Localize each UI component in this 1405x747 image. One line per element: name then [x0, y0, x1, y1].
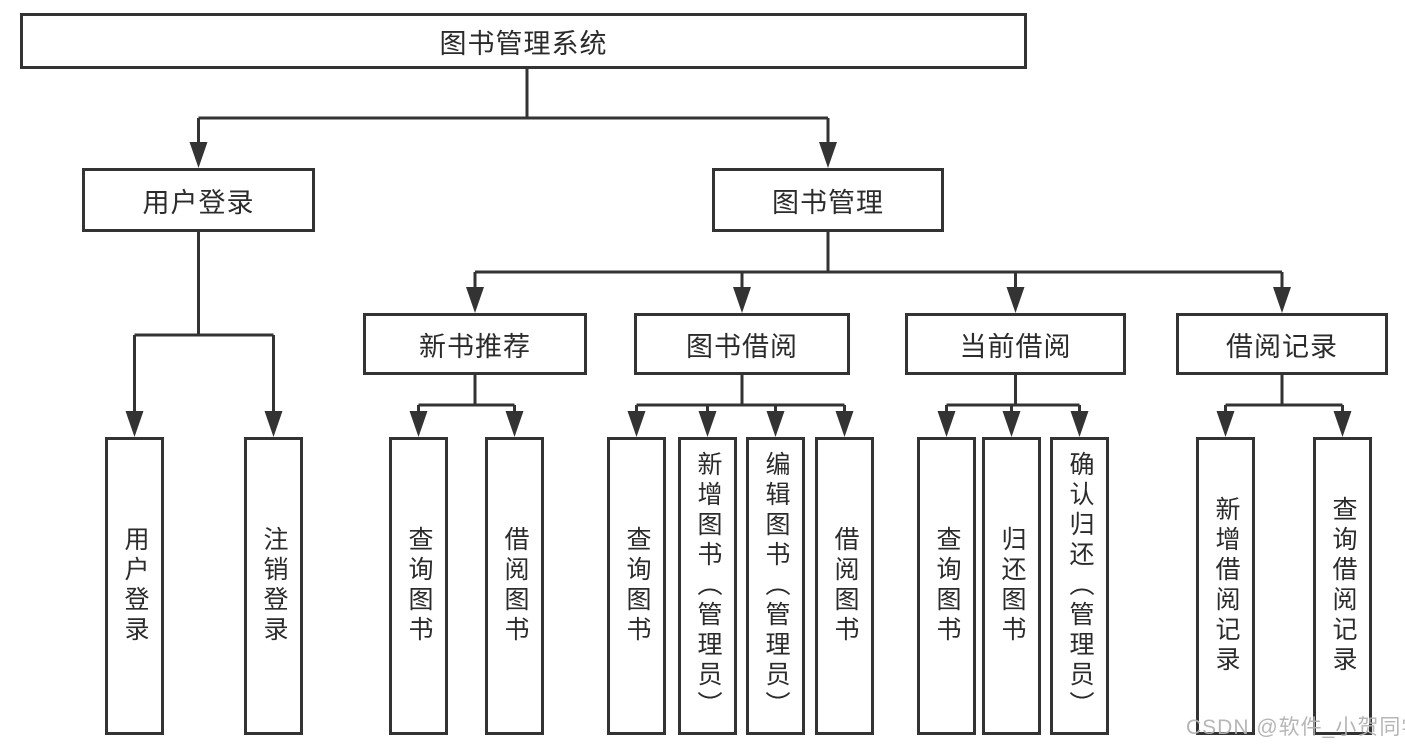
node-label: 图书管理系统 [439, 28, 608, 59]
leaf-user-login: 用户登录 [105, 437, 164, 735]
node-label: 查询图书 [405, 526, 433, 646]
connector-edges [133, 69, 1344, 419]
arrowheads [125, 142, 1352, 437]
node-book-management: 图书管理 [712, 168, 944, 232]
node-label: 查询图书 [933, 526, 961, 646]
leaf-logout: 注销登录 [244, 437, 303, 735]
node-label: 新增借阅记录 [1212, 496, 1240, 676]
node-label: 确认归还（管理员） [1066, 451, 1094, 721]
node-label: 用户登录 [121, 526, 149, 646]
leaf-confirm-return-admin: 确认归还（管理员） [1050, 437, 1109, 735]
leaf-edit-books-admin: 编辑图书（管理员） [746, 437, 805, 735]
leaf-borrow-books-1: 借阅图书 [485, 437, 544, 735]
node-label: 新书推荐 [419, 331, 531, 362]
node-label: 归还图书 [998, 526, 1026, 646]
node-label: 借阅图书 [501, 526, 529, 646]
node-label: 查询图书 [623, 526, 651, 646]
node-label: 编辑图书（管理员） [762, 451, 790, 721]
node-label: 新增图书（管理员） [694, 451, 722, 721]
node-label: 注销登录 [260, 526, 288, 646]
node-label: 图书借阅 [686, 331, 798, 362]
node-user-login: 用户登录 [82, 168, 315, 232]
node-book-borrowing: 图书借阅 [634, 313, 850, 375]
node-label: 当前借阅 [959, 331, 1072, 362]
node-label: 用户登录 [142, 187, 255, 218]
leaf-add-borrow-record: 新增借阅记录 [1196, 437, 1255, 735]
leaf-query-borrow-record: 查询借阅记录 [1313, 437, 1372, 735]
node-current-borrowing: 当前借阅 [905, 313, 1126, 375]
node-new-book-recommend: 新书推荐 [363, 313, 587, 375]
leaf-return-books: 归还图书 [982, 437, 1041, 735]
node-borrow-records: 借阅记录 [1176, 313, 1388, 375]
leaf-query-books-2: 查询图书 [607, 437, 666, 735]
leaf-query-books-3: 查询图书 [917, 437, 976, 735]
node-label: 借阅图书 [831, 526, 859, 646]
leaf-borrow-books-2: 借阅图书 [815, 437, 874, 735]
watermark: CSDN @软件_小贺同学 [1186, 716, 1405, 739]
node-label: 图书管理 [772, 187, 884, 218]
node-label: 借阅记录 [1226, 331, 1338, 362]
node-label: 查询借阅记录 [1329, 496, 1357, 676]
leaf-add-books-admin: 新增图书（管理员） [678, 437, 737, 735]
leaf-query-books-1: 查询图书 [389, 437, 448, 735]
node-root: 图书管理系统 [20, 13, 1027, 69]
